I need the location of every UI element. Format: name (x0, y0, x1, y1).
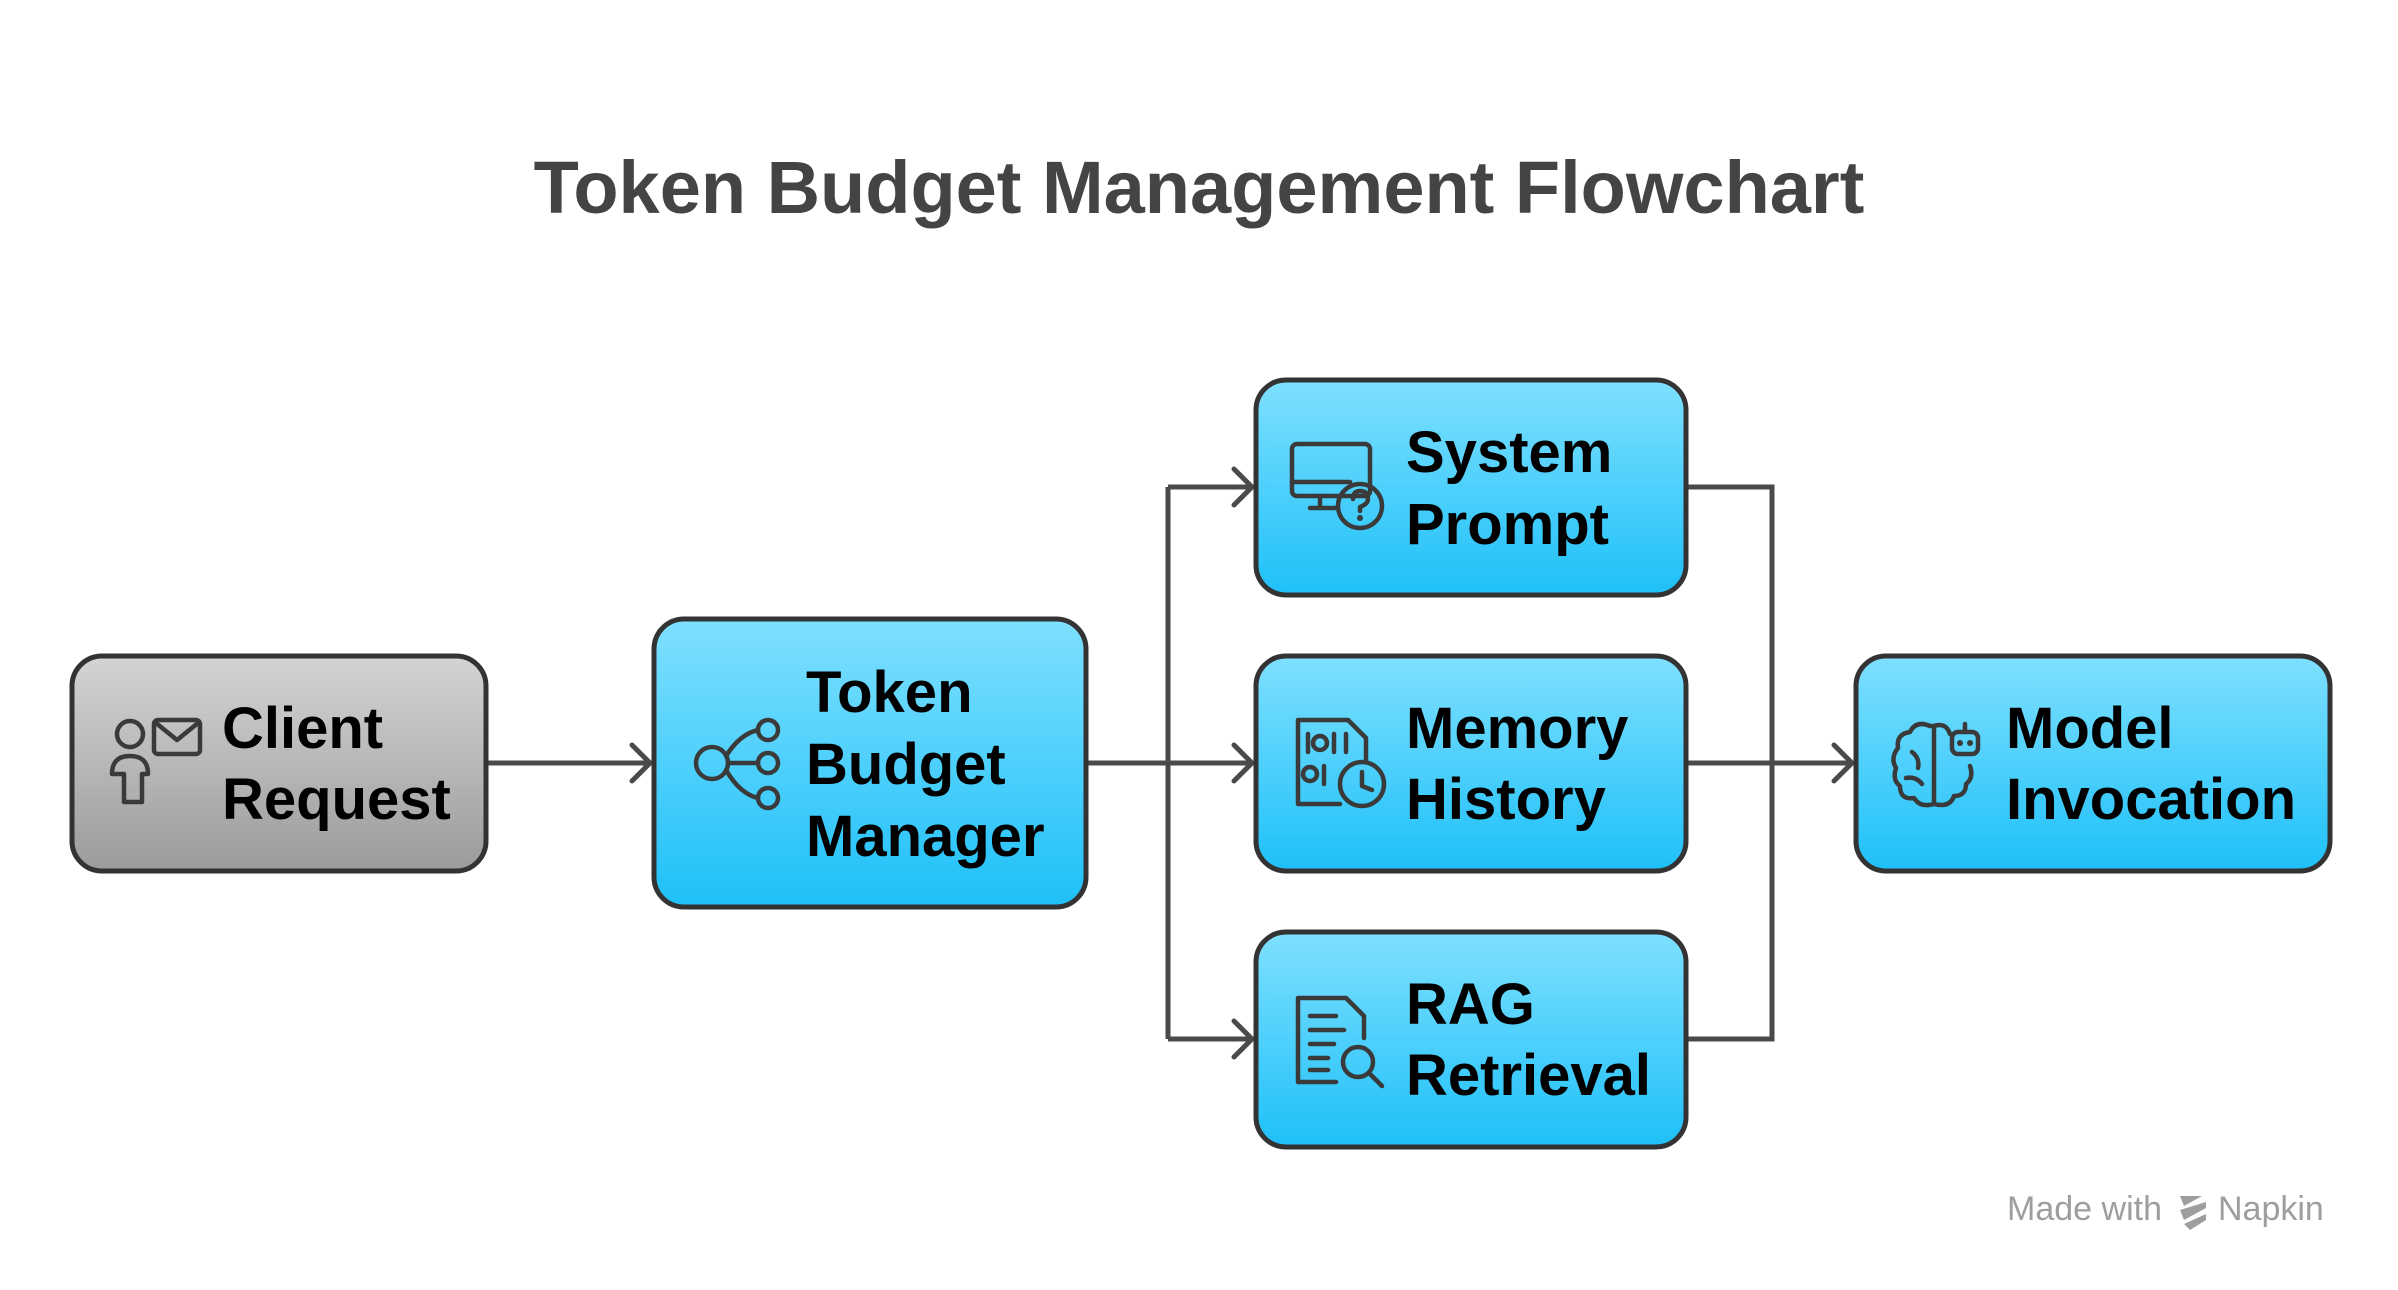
node-label-line: Retrieval (1406, 1043, 1651, 1108)
node-label-line: System (1406, 420, 1612, 485)
svg-text:Model Invocation: Model Invocation (2006, 696, 2296, 832)
node-label-line: Prompt (1406, 492, 1609, 557)
arrowhead (1231, 1018, 1255, 1060)
node-label-line: Manager (806, 804, 1045, 869)
binary-clock-icon (1295, 717, 1387, 809)
brain-robot-icon (1891, 721, 1981, 808)
svg-text:System Prompt: System Prompt (1406, 420, 1628, 557)
node-label-line: Budget (806, 732, 1006, 797)
watermark-brand: Napkin (2218, 1190, 2324, 1228)
svg-text:Memory History: Memory History (1406, 696, 1645, 832)
svg-text:Client Request: Client Request (222, 696, 451, 832)
arrowhead (1831, 742, 1855, 784)
napkin-logo-icon (2180, 1196, 2206, 1230)
monitor-question-icon (1289, 441, 1385, 531)
node-label-line: Model (2006, 696, 2174, 761)
diagram-title: Token Budget Management Flowchart (534, 146, 1865, 229)
watermark: Made with Napkin (2007, 1190, 2324, 1230)
node-label-line: Token (806, 660, 973, 725)
node-label-line: RAG (1406, 972, 1535, 1037)
node-label-line: Memory (1406, 696, 1628, 761)
node-memory-history: Memory History (1253, 653, 1689, 874)
edge-manager-fanout (1086, 487, 1171, 1039)
document-search-icon (1295, 995, 1385, 1089)
svg-text:Token Budget Manag: Token Budget Manager (806, 660, 1045, 869)
user-mail-icon (109, 717, 203, 805)
share-nodes-icon (693, 717, 781, 811)
node-label-line: Request (222, 767, 451, 832)
node-label-line: History (1406, 767, 1606, 832)
node-client-request: Client Request (69, 653, 489, 874)
watermark-prefix: Made with (2007, 1190, 2162, 1228)
node-label-line: Invocation (2006, 767, 2296, 832)
node-label-line: Client (222, 696, 383, 761)
svg-text:RAG Retrieval: RAG Retrieval (1406, 972, 1651, 1108)
arrowhead (1231, 742, 1255, 784)
node-model-invocation: Model Invocation (1853, 653, 2333, 874)
edges (486, 466, 1855, 1060)
arrowhead (629, 742, 653, 784)
node-rag-retrieval: RAG Retrieval (1253, 929, 1689, 1150)
arrowhead (1231, 466, 1255, 508)
node-token-budget-manager: Token Budget Manager (651, 616, 1089, 910)
node-system-prompt: System Prompt (1253, 377, 1689, 598)
